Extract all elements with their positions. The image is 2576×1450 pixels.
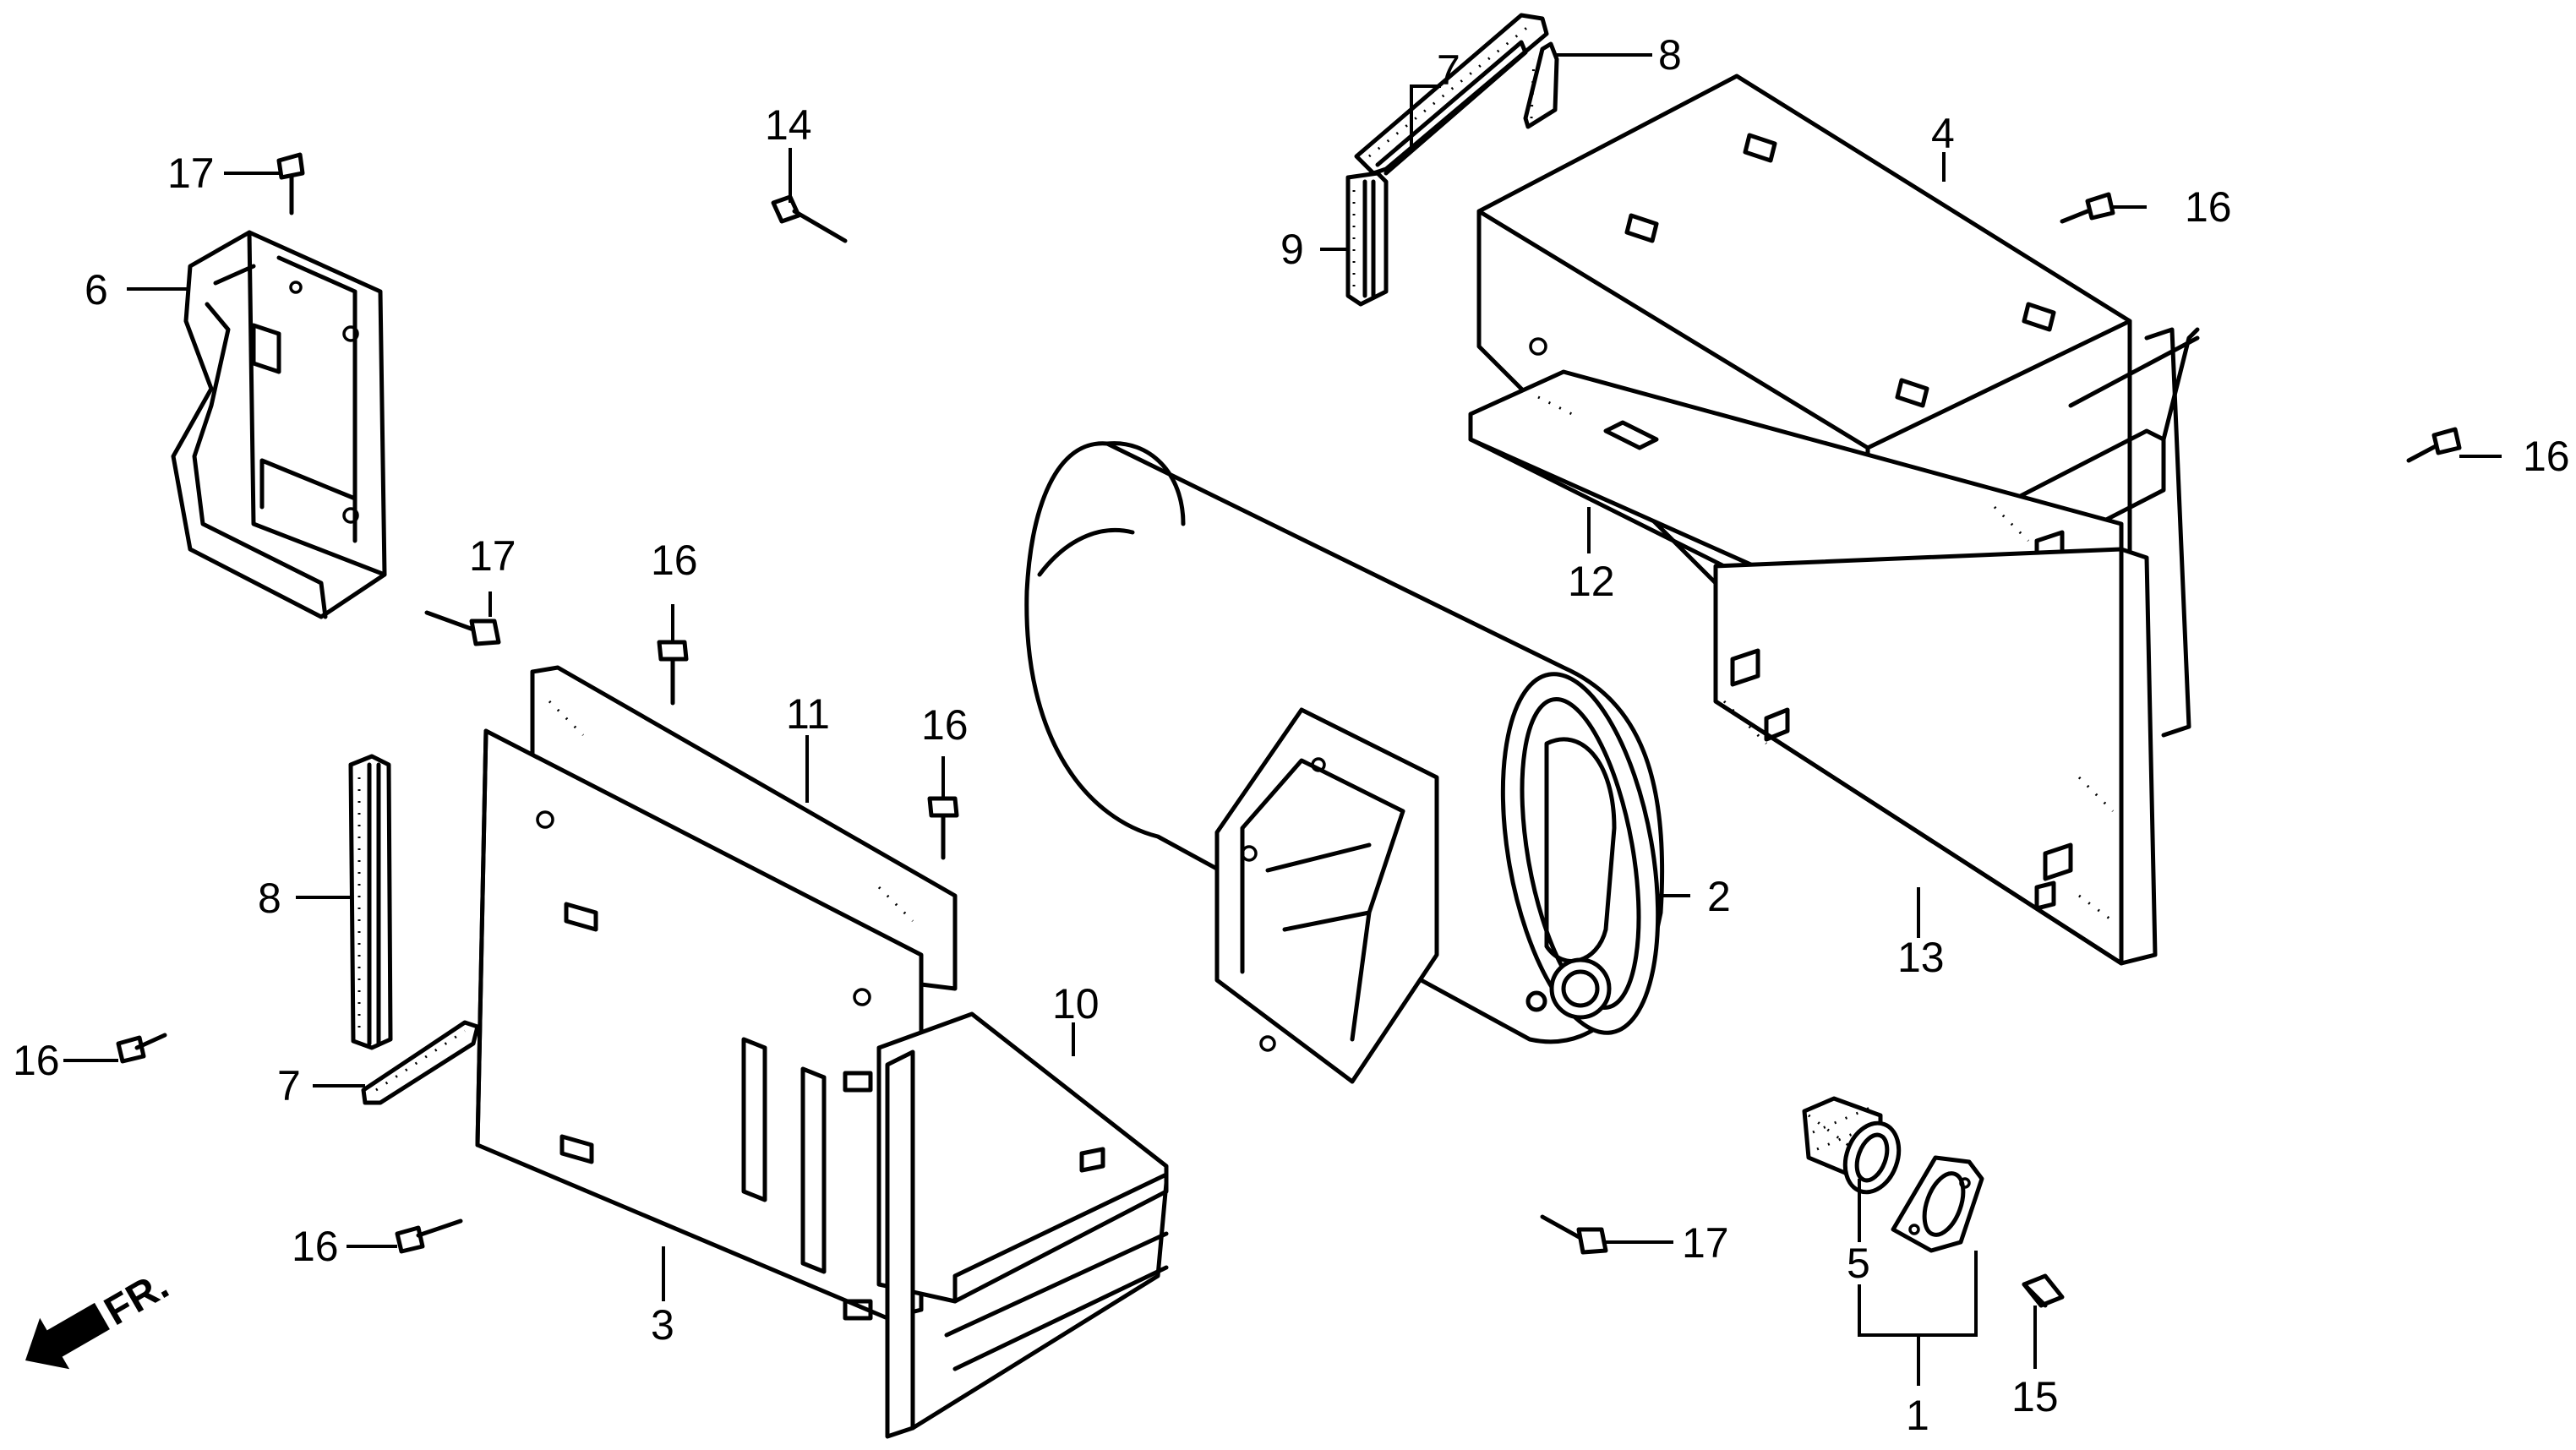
bolt-17-top — [276, 152, 305, 215]
callout-7: 7 — [277, 1062, 301, 1109]
callout-1: 1 — [1906, 1392, 1929, 1439]
part-10-lower-cover — [843, 1011, 1169, 1439]
callout-8: 8 — [258, 875, 281, 922]
callout-16: 16 — [292, 1223, 339, 1270]
callout-8: 8 — [1658, 31, 1682, 79]
callout-16: 16 — [2523, 433, 2570, 480]
callout-14: 14 — [765, 101, 812, 149]
callout-17: 17 — [167, 150, 215, 197]
bolt-16-c — [2060, 192, 2115, 224]
bolt-14 — [771, 194, 848, 243]
part-7-seal-strip-top — [1354, 13, 1549, 176]
callout-10: 10 — [1052, 980, 1100, 1028]
part-8-seal-strip-top — [1523, 41, 1559, 129]
callouts: 17 6 14 7 8 9 4 16 16 12 17 16 11 16 2 1… — [13, 31, 2570, 1439]
screw-15 — [2022, 1273, 2065, 1308]
callout-16: 16 — [651, 537, 698, 584]
callout-16: 16 — [921, 701, 969, 749]
callout-16: 16 — [13, 1037, 60, 1084]
bolt-17-mid — [424, 610, 501, 646]
callout-11: 11 — [786, 690, 830, 738]
callout-17: 17 — [1682, 1219, 1729, 1267]
front-direction-arrow-icon — [25, 1302, 110, 1370]
callout-6: 6 — [85, 266, 108, 313]
part-9-seal-strip — [1345, 171, 1389, 307]
front-direction-label: FR. — [97, 1263, 176, 1335]
bolt-16-a — [657, 640, 689, 706]
callout-3: 3 — [651, 1301, 674, 1349]
callout-16: 16 — [2185, 183, 2232, 231]
callout-7: 7 — [1437, 46, 1460, 94]
part-8-seal-strip-left — [348, 754, 393, 1050]
callout-4: 4 — [1931, 110, 1955, 157]
leader-lines — [63, 53, 2502, 1386]
callout-13: 13 — [1897, 934, 1945, 981]
part-6-muffler-stay — [171, 230, 387, 619]
part-1-spark-arrester-flange — [1891, 1155, 1984, 1253]
part-2-muffler — [1024, 441, 1665, 1084]
bolt-17-bottom — [1540, 1214, 1608, 1255]
part-7-seal-strip-left — [361, 1020, 480, 1105]
front-direction-indicator: FR. — [25, 1263, 176, 1370]
bolt-16-e — [116, 1033, 167, 1064]
part-13-rear-insulator — [1713, 547, 2158, 966]
callout-15: 15 — [2011, 1373, 2059, 1420]
bolt-16-f — [395, 1218, 463, 1254]
callout-9: 9 — [1280, 226, 1304, 273]
callout-5: 5 — [1847, 1240, 1870, 1287]
part-5-spark-arrester-screen — [1802, 1096, 1902, 1195]
bolt-16-d — [2406, 427, 2462, 463]
callout-2: 2 — [1707, 873, 1731, 920]
bolt-16-b — [927, 796, 959, 860]
callout-17: 17 — [469, 532, 516, 580]
callout-12: 12 — [1568, 558, 1615, 605]
